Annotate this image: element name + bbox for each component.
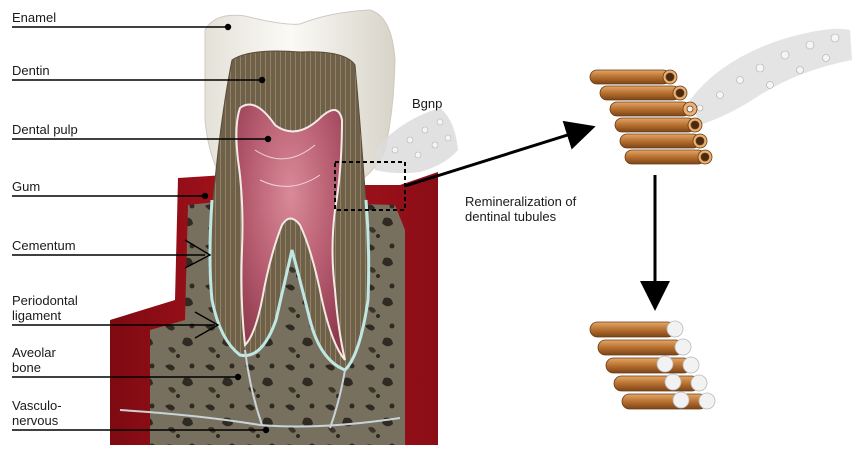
- bgnp-particles-stream: [690, 29, 852, 125]
- tubule-bundle-open: [590, 70, 712, 164]
- label-remineralization: Remineralization of dentinal tubules: [465, 194, 576, 224]
- label-vasculo-nervous: Vasculo- nervous: [12, 398, 62, 428]
- label-periodontal-ligament: Periodontal ligament: [12, 293, 78, 323]
- label-dental-pulp: Dental pulp: [12, 122, 78, 137]
- label-dentin: Dentin: [12, 63, 50, 78]
- label-gum: Gum: [12, 179, 40, 194]
- label-bgnp: Bgnp: [412, 96, 442, 111]
- label-aveolar-bone: Aveolar bone: [12, 345, 56, 375]
- label-cementum: Cementum: [12, 238, 76, 253]
- label-enamel: Enamel: [12, 10, 56, 25]
- tubule-bundle-sealed: [590, 321, 715, 409]
